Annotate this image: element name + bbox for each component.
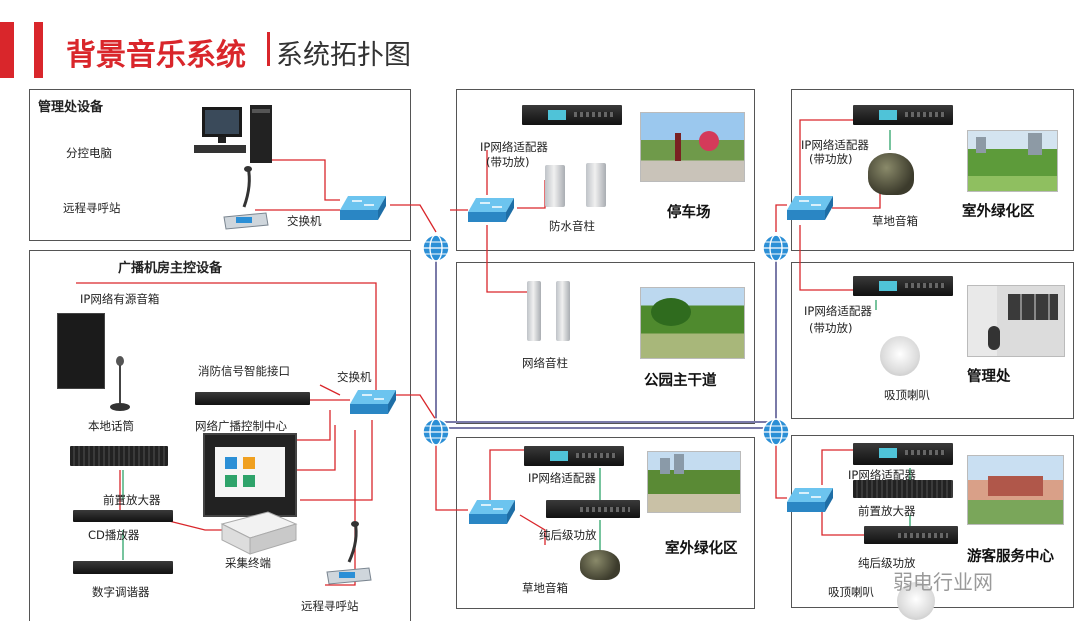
microphone-icon [110,356,130,411]
green-right-zone-label: 室外绿化区 [962,204,1035,220]
page-subtitle: 系统拓扑图 [276,40,411,71]
control-paging-label: 远程寻呼站 [301,599,359,613]
ip-adapter-device [853,276,953,296]
control-mic-label: 本地话筒 [88,419,134,433]
office-adapter-label: IP网络适配器 [804,304,872,318]
cd-player-device [73,510,173,522]
office-device-label: 吸顶喇叭 [884,388,930,402]
network-switch-icon [787,488,833,512]
network-switch-icon [350,390,396,414]
park-road-zone-label: 公园主干道 [644,373,717,389]
control-fire-label: 消防信号智能接口 [198,364,290,378]
green-mid-zone-label: 室外绿化区 [665,541,738,557]
ip-adapter-device [524,446,624,466]
power-amp-device [546,500,640,518]
visitor-preamp-label: 前置放大器 [858,504,916,518]
visitor-device-label: 吸顶喇叭 [828,585,874,599]
green-mid-device-label: 草地音箱 [522,581,568,595]
parking-photo [640,112,745,182]
network-switch-icon [469,500,515,524]
globe-network-icon [762,418,790,446]
mgmt-item-pc: 分控电脑 [66,146,112,160]
visitor-adapter-label: IP网络适配器 [848,468,916,482]
ceiling-speaker [880,336,920,376]
park-road-photo [640,287,745,359]
ceiling-speaker [897,582,935,620]
visitor-photo [967,455,1064,525]
fire-interface-device [195,392,310,405]
waterproof-column-speaker [586,163,606,207]
visitor-amp-label: 纯后级功放 [858,556,916,570]
control-tuner-label: 数字调谐器 [92,585,150,599]
parking-adapter-label: IP网络适配器 [480,140,548,154]
ip-adapter-device [853,105,953,125]
green-right-photo [967,130,1058,192]
waterproof-column-speaker [545,165,565,207]
ip-adapter-device [853,443,953,465]
mgmt-item-paging: 远程寻呼站 [63,201,121,215]
control-title: 广播机房主控设备 [118,261,223,276]
control-cd-label: CD播放器 [88,528,140,542]
microphone-icon [223,166,269,230]
control-switch-label: 交换机 [337,370,372,384]
amplifier-device [70,446,168,466]
office-photo [967,285,1065,357]
parking-zone-label: 停车场 [667,205,711,221]
green-mid-photo [647,451,741,513]
globe-network-icon [422,234,450,262]
tuner-device [73,561,173,574]
network-switch-icon [468,198,514,222]
network-switch-icon [787,196,833,220]
watermark: 弱电行业网 [893,570,993,594]
globe-network-icon [762,234,790,262]
power-amp-device [864,526,958,544]
parking-device-label: 防水音柱 [549,219,595,233]
office-zone-label: 管理处 [967,369,1011,385]
control-speaker-label: IP网络有源音箱 [80,292,160,306]
lawn-speaker [580,550,620,580]
green-mid-amp-label: 纯后级功放 [539,528,597,542]
control-center-label: 网络广播控制中心 [195,419,287,433]
parking-adapter-note: (带功放) [486,155,530,169]
green-right-adapter-note: (带功放) [809,152,853,166]
amplifier-device [853,480,953,498]
microphone-icon [326,521,372,585]
mgmt-title: 管理处设备 [38,100,104,115]
ip-adapter-device [522,105,622,125]
control-center-device [203,433,297,517]
visitor-zone-label: 游客服务中心 [967,549,1054,565]
network-column-speaker [556,281,570,341]
collector-device [220,511,298,555]
lawn-speaker [868,153,914,195]
page-title: 背景音乐系统 [66,38,246,73]
park-road-device-label: 网络音柱 [522,356,568,370]
control-collector-label: 采集终端 [225,556,271,570]
computer-icon [194,105,272,163]
mgmt-switch-label: 交换机 [287,214,322,228]
header-bar-right [34,22,43,78]
title-separator [267,32,270,66]
speaker-icon [57,313,105,389]
green-right-device-label: 草地音箱 [872,214,918,228]
network-switch-icon [340,196,386,220]
header-bar-left [0,22,14,78]
globe-network-icon [422,418,450,446]
office-adapter-note: (带功放) [809,321,853,335]
green-mid-adapter-label: IP网络适配器 [528,471,596,485]
network-column-speaker [527,281,541,341]
control-preamp-label: 前置放大器 [103,493,161,507]
green-right-adapter-label: IP网络适配器 [801,138,869,152]
